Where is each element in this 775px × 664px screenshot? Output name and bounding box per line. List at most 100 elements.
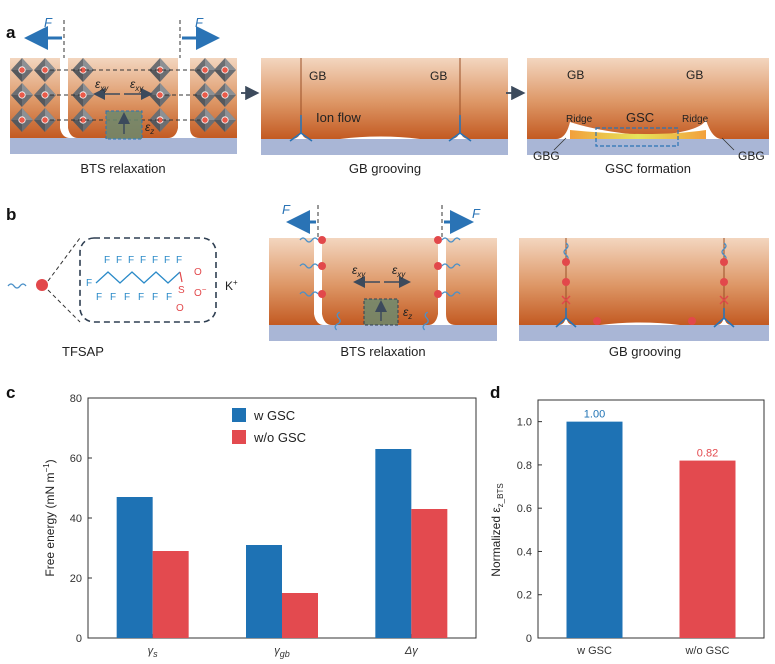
chart-d-bars: 1.00 0.82	[566, 409, 736, 638]
data-label: 1.00	[584, 409, 605, 421]
b3-gb-grooving: GB grooving	[519, 238, 769, 359]
strain-xy-label: εxy	[352, 263, 366, 279]
surfactant-molecules	[562, 242, 728, 325]
oxygen-atom: O	[194, 267, 202, 278]
bar	[679, 460, 736, 638]
grain	[269, 238, 324, 325]
y-tick-label: 0	[76, 633, 82, 645]
oxygen-anion: O−	[194, 285, 207, 299]
ridge-label: Ridge	[682, 114, 709, 125]
caption: TFSAP	[62, 344, 104, 359]
y-tick-label: 0.4	[517, 546, 532, 558]
strain-xy-label: εxy	[95, 77, 109, 93]
panel-label-a: a	[6, 23, 16, 42]
bar	[411, 509, 448, 638]
fluorine-atom: F	[110, 292, 116, 303]
panel-label-d: d	[490, 383, 500, 402]
y-tick-label: 0.2	[517, 590, 532, 602]
chart-c-bars	[116, 449, 448, 638]
panel-label-c: c	[6, 383, 15, 402]
strain-z-label: εz	[403, 305, 412, 321]
grain	[446, 238, 497, 325]
film	[519, 238, 769, 325]
data-label: 0.82	[697, 448, 718, 460]
chart-c-legend: w GSC w/o GSC	[232, 408, 306, 445]
ion-flow-label: Ion flow	[316, 110, 361, 125]
caption: BTS relaxation	[340, 344, 425, 359]
panel-c: c 0 20 40 60 80 γs γgb Δγ w GSC w/o GSC Free ene…	[6, 383, 477, 659]
chart-c-ylabel: Free energy (mN m−1)	[42, 459, 57, 576]
gsc-layer	[570, 130, 706, 139]
force-label: F	[44, 15, 53, 30]
a3-gsc-formation: GB GB Ridge Ridge GSC GBG GBG GSC format…	[527, 58, 769, 176]
force-label: F	[472, 206, 481, 221]
legend-label: w/o GSC	[253, 430, 306, 445]
bar	[246, 545, 282, 638]
x-tick-label: Δγ	[404, 645, 419, 657]
y-tick-label: 80	[70, 393, 82, 405]
strain-z-label: εz	[145, 120, 154, 136]
y-tick-label: 20	[70, 573, 82, 585]
head-group	[36, 279, 48, 291]
bar	[116, 497, 153, 638]
ion-flow-arrows	[289, 115, 313, 142]
x-tick-label: w GSC	[576, 645, 612, 657]
fluorine-atom: F	[124, 292, 130, 303]
substrate	[261, 139, 508, 155]
sulfur-atom: S	[178, 285, 185, 296]
substrate	[519, 325, 769, 341]
gb-label: GB	[567, 68, 584, 82]
x-tick-label: γgb	[274, 645, 290, 659]
panel-a: a	[6, 15, 769, 176]
ridge-label: Ridge	[566, 114, 593, 125]
fluorine-atom: F	[152, 255, 158, 266]
legend-label: w GSC	[253, 408, 295, 423]
substrate	[10, 138, 237, 154]
strain-xy-label: εxy	[130, 77, 144, 93]
caption: GSC formation	[605, 161, 691, 176]
y-tick-label: 0	[526, 633, 532, 645]
chart-c: 0 20 40 60 80 γs γgb Δγ w GSC w/o GSC Free energ…	[42, 393, 477, 659]
fluorine-atom: F	[116, 255, 122, 266]
y-tick-label: 40	[70, 513, 82, 525]
bond-lines	[50, 20, 200, 121]
chart-d-frame	[537, 399, 765, 639]
gsc-label: GSC	[626, 110, 654, 125]
molecule-box	[79, 237, 217, 323]
fluorine-atom: F	[164, 255, 170, 266]
fluorine-atom: F	[128, 255, 134, 266]
force-label: F	[282, 202, 291, 217]
gbg-label: GBG	[738, 149, 765, 163]
bar	[282, 593, 318, 638]
fluorine-atom: F	[104, 255, 110, 266]
substrate	[527, 139, 769, 155]
y-tick-label: 1.0	[517, 417, 532, 429]
film	[527, 58, 769, 139]
blocked-flow-mark	[561, 295, 729, 305]
chart-d-ylabel: Normalized εz_BTS	[489, 483, 505, 576]
panel-b: b F F F F F F F F F F F F F	[6, 202, 769, 359]
tfsap-molecule: F F F F F F F F F F F F F F S O O O− K+ …	[7, 237, 238, 359]
legend-swatch	[232, 430, 246, 444]
fluorine-atom: F	[140, 255, 146, 266]
gb-label: GB	[430, 69, 447, 83]
surfactant-molecules	[299, 236, 461, 331]
grain	[68, 58, 178, 138]
caption: GB grooving	[349, 161, 421, 176]
y-tick-label: 60	[70, 453, 82, 465]
gbg-label: GBG	[533, 149, 560, 163]
fluorine-atom: F	[176, 255, 182, 266]
panel-label-b: b	[6, 205, 16, 224]
b2-bts-relaxation: F F εxy εxy εz BTS relaxation	[269, 202, 497, 359]
gb-label: GB	[309, 69, 326, 83]
fluorine-atom: F	[166, 292, 172, 303]
ion-flow-arrows	[448, 115, 472, 142]
fluorine-atom: F	[152, 292, 158, 303]
fluorine-atom: F	[138, 292, 144, 303]
oxygen-atom: O	[176, 303, 184, 314]
x-tick-label: γs	[148, 645, 159, 659]
bar	[375, 449, 412, 638]
